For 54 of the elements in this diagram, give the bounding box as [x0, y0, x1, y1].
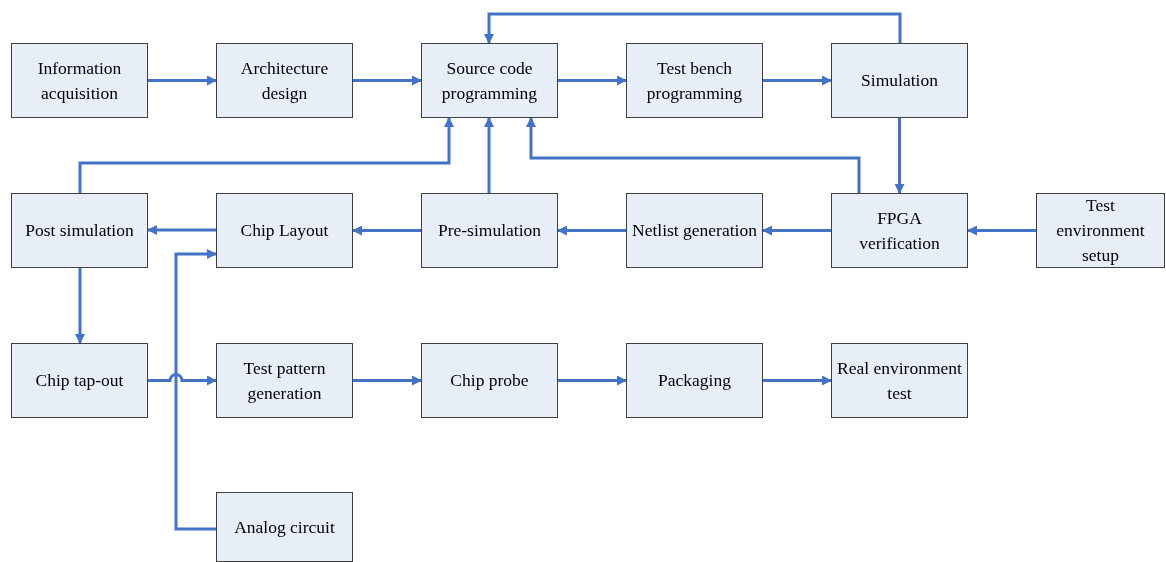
box-label: Chip tap-out — [34, 369, 125, 392]
arrow — [763, 75, 832, 86]
arrow — [352, 225, 421, 236]
box-label: Architecture design — [239, 56, 330, 105]
arrow — [762, 225, 831, 236]
box-label: Packaging — [657, 369, 732, 392]
box-label: Chip probe — [449, 369, 530, 392]
process-box — [11, 343, 148, 418]
arrow — [558, 375, 627, 386]
arrow — [484, 12, 902, 44]
arrow — [75, 268, 85, 344]
box-label: Analog circuit — [233, 515, 336, 539]
box-label: Test pattern generation — [242, 356, 327, 405]
process-box — [831, 43, 968, 118]
arrow — [147, 225, 216, 235]
arrow — [78, 117, 454, 193]
box-label: FPGA verification — [858, 206, 941, 255]
process-box — [421, 193, 558, 268]
box-label: Chip Layout — [239, 219, 330, 242]
process-box — [626, 343, 763, 418]
box-label: Pre-simulation — [436, 219, 542, 242]
arrow — [894, 118, 905, 194]
box-label: Real environment test — [836, 356, 963, 405]
arrow — [148, 373, 217, 386]
arrow — [484, 117, 494, 193]
process-box — [216, 193, 353, 268]
process-box — [626, 43, 763, 118]
box-label: Test environment setup — [1055, 194, 1146, 267]
process-box — [11, 43, 148, 118]
box-label: Netlist generation — [631, 219, 758, 242]
process-box — [216, 343, 353, 418]
box-label: Simulation — [860, 69, 939, 92]
box-label: Test bench programming — [645, 56, 744, 105]
arrow — [967, 225, 1036, 236]
box-label: Post simulation — [24, 219, 135, 242]
arrow — [558, 75, 627, 86]
arrow — [353, 75, 422, 86]
process-box — [11, 193, 148, 268]
arrow — [526, 117, 861, 193]
process-box — [421, 343, 558, 418]
process-box — [421, 43, 558, 118]
process-box — [216, 43, 353, 118]
arrow — [148, 75, 217, 86]
process-box — [831, 193, 968, 268]
box-label: Source code programming — [440, 56, 539, 105]
process-box — [626, 193, 763, 268]
arrow — [557, 225, 626, 236]
process-box — [216, 492, 353, 562]
process-box — [831, 343, 968, 418]
arrow — [174, 249, 217, 531]
arrow — [353, 375, 422, 386]
box-label: Information acquisition — [36, 56, 123, 105]
arrow — [763, 375, 832, 386]
process-box — [1036, 193, 1165, 268]
